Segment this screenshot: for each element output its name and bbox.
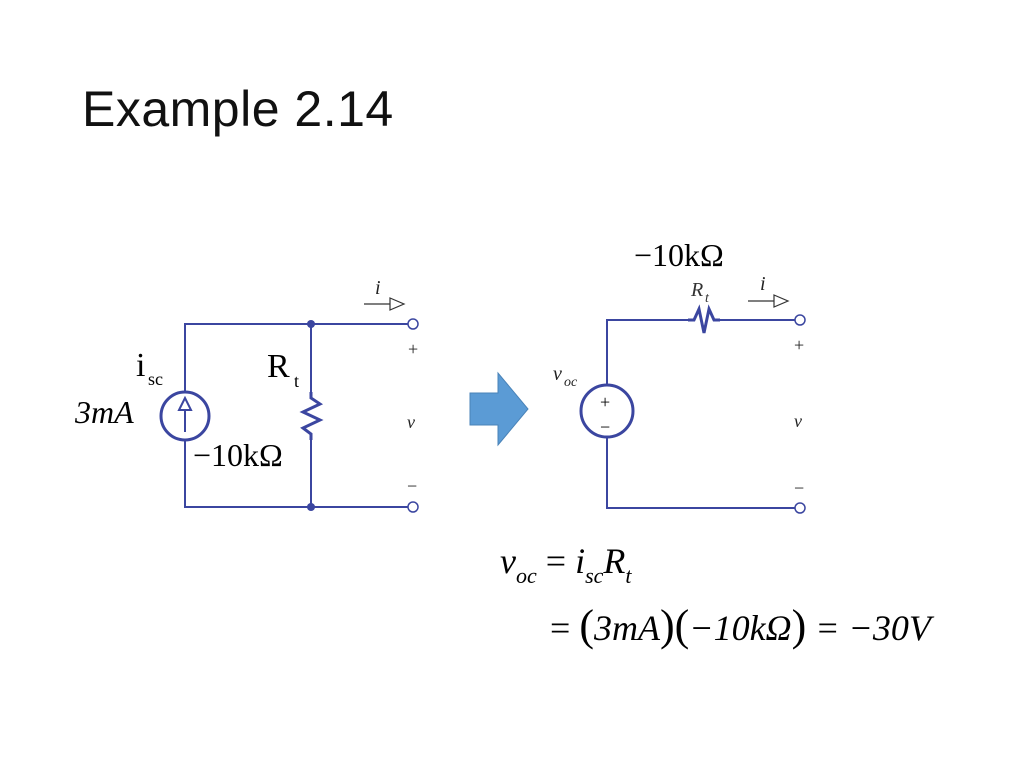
right-current-label: i <box>760 273 766 295</box>
eq2-paren-close-2: ) <box>791 601 807 650</box>
eq1-equals: = <box>536 541 576 581</box>
left-resistor-value: −10kΩ <box>193 437 283 473</box>
eq2-equals: = <box>550 608 580 648</box>
eq1-voc: v <box>500 541 516 581</box>
eq1-isc-subscript: sc <box>585 563 604 588</box>
transform-arrow <box>469 371 529 447</box>
right-terminal-top <box>794 314 806 326</box>
right-voltage-label: v <box>794 411 802 431</box>
left-current-arrow <box>364 297 406 311</box>
left-plus-sign: + <box>408 339 418 359</box>
source-voltage-label-subscript: oc <box>564 375 578 390</box>
source-label: i <box>136 347 145 384</box>
left-top-wire <box>184 323 408 392</box>
voltage-source-symbol <box>579 383 635 439</box>
eq2-paren-close-1: ) <box>659 601 675 650</box>
right-resistor-label-subscript: t <box>705 291 710 306</box>
left-bottom-wire <box>184 440 408 508</box>
eq2-term-2: −10kΩ <box>689 608 792 648</box>
right-circuit <box>579 304 806 514</box>
slide-title: Example 2.14 <box>82 81 394 137</box>
left-node-bottom <box>307 503 315 511</box>
eq1-voc-subscript: oc <box>515 563 537 588</box>
left-node-top <box>307 320 315 328</box>
right-top-wire <box>606 319 688 385</box>
right-resistor-symbol <box>688 304 720 334</box>
left-resistor-label-subscript: t <box>294 371 299 391</box>
right-current-arrow <box>748 294 790 308</box>
current-source-arrow-head <box>177 395 193 411</box>
eq1-isc: i <box>575 541 586 581</box>
current-source-symbol <box>159 390 211 442</box>
equation-line-1: voc = iscRt <box>500 540 632 589</box>
right-bottom-wire <box>606 437 795 509</box>
right-resistor-value: −10kΩ <box>634 237 724 273</box>
voltage-source-plus: + <box>600 392 610 412</box>
left-current-label: i <box>375 277 381 299</box>
left-minus-sign: − <box>407 476 417 496</box>
right-resistor-label: R <box>690 279 703 301</box>
left-circuit <box>159 318 419 513</box>
left-voltage-label: v <box>407 412 415 432</box>
eq2-paren-open-1: ( <box>579 601 594 650</box>
eq1-rt-subscript: t <box>625 563 632 588</box>
left-resistor-label: R <box>267 348 290 385</box>
eq2-result: = −30V <box>806 608 931 648</box>
left-resistor-symbol <box>299 392 324 440</box>
source-label-subscript: sc <box>148 369 163 389</box>
eq2-paren-open-2: ( <box>674 601 690 650</box>
eq1-rt: R <box>603 541 626 581</box>
eq2-term-1: 3mA <box>593 608 660 648</box>
right-minus-sign: − <box>794 478 804 498</box>
equation-line-2: = (3mA)(−10kΩ) = −30V <box>550 600 931 651</box>
left-terminal-bottom <box>407 501 419 513</box>
source-value: 3mA <box>74 394 134 430</box>
right-terminal-bottom <box>794 502 806 514</box>
left-terminal-top <box>407 318 419 330</box>
voltage-source-minus: − <box>600 417 610 437</box>
source-voltage-label: v <box>553 363 562 385</box>
right-plus-sign: + <box>794 335 804 355</box>
